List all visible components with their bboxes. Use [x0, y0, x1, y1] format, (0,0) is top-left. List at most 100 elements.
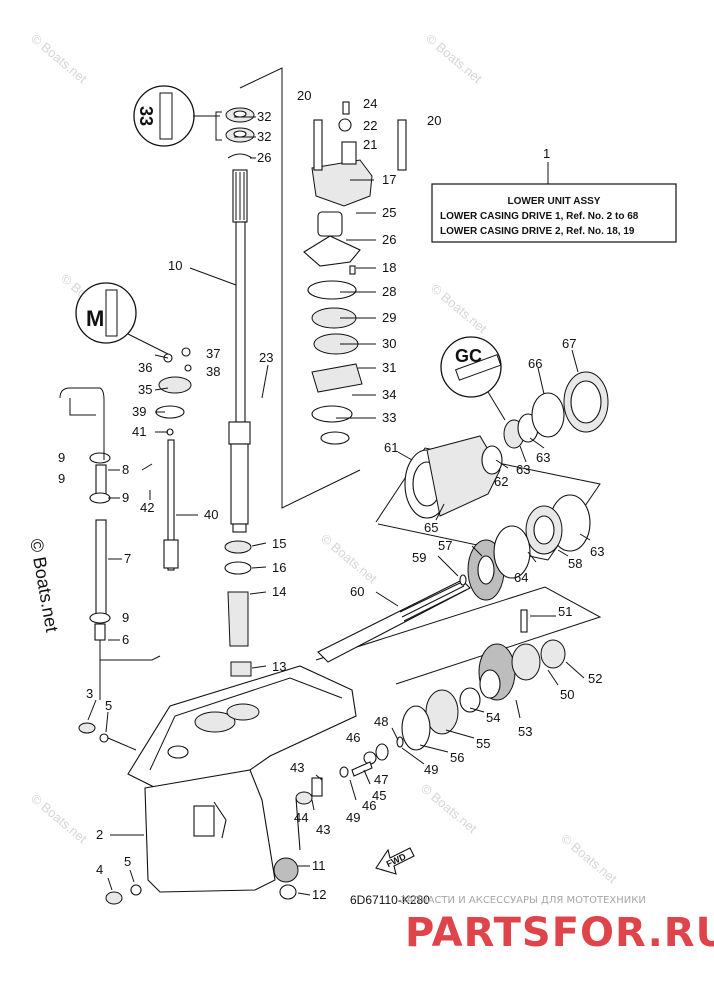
part-label-16: 16	[272, 560, 286, 575]
diagram-code: 6D67110-K280	[350, 893, 430, 907]
part-label-63: 63	[516, 462, 530, 477]
watermark: © Boats.net	[558, 831, 620, 887]
part-label-28: 29	[382, 310, 396, 325]
info-box-line2: LOWER CASING DRIVE 2, Ref. No. 18, 19	[440, 226, 635, 237]
part-label-57: 57	[438, 538, 452, 553]
part-label-38: 38	[206, 364, 220, 379]
part-label-31: 26	[257, 150, 271, 165]
part-label-50: 50	[560, 687, 574, 702]
part-number-labels: 32 32 26 10 23 20 24 22 21 20 17 25 26 1…	[58, 88, 604, 902]
part-label-49: 49	[346, 810, 360, 825]
part-label-41: 41	[132, 424, 146, 439]
watermark: © Boats.net	[418, 781, 480, 837]
part-label-52: 52	[588, 671, 602, 686]
part-label-25: 26	[382, 232, 396, 247]
watermark: © Boats.net	[28, 31, 90, 87]
shift-plunger	[273, 743, 389, 900]
part-label-32: 32	[257, 129, 271, 144]
callout-33: 33	[133, 85, 220, 147]
callout-letter: 33	[136, 106, 156, 126]
part-label-24: 25	[382, 205, 396, 220]
fasteners	[78, 722, 142, 905]
part-label-55: 55	[476, 736, 490, 751]
water-pump-parts	[303, 101, 407, 445]
bearings-32	[215, 107, 255, 159]
part-label-29: 30	[382, 336, 396, 351]
part-label-42: 42	[140, 500, 154, 515]
part-label-26: 23	[259, 350, 273, 365]
part-label-8: 8	[122, 462, 129, 477]
part-label-19: 20	[297, 88, 311, 103]
part-label-22: 22	[363, 118, 377, 133]
callout-letter: GC	[455, 346, 482, 366]
part-label-43: 43	[290, 760, 304, 775]
callout-letter: M	[86, 306, 104, 331]
part-label-39: 39	[132, 404, 146, 419]
info-box-line1: LOWER CASING DRIVE 1, Ref. No. 2 to 68	[440, 211, 639, 222]
part-label-51: 51	[558, 604, 572, 619]
watermark: © Boats.net	[318, 531, 380, 587]
part-label-3: 3	[86, 686, 93, 701]
part-label-18: 18	[382, 260, 396, 275]
part-label-44: 44	[294, 810, 308, 825]
part-label-11: 11	[312, 858, 326, 873]
part-label-46: 46	[346, 730, 360, 745]
part-label-1: 1	[543, 146, 550, 161]
shift-rod-parts	[59, 347, 192, 641]
part-label-33: 33	[382, 410, 396, 425]
part-label-40: 40	[204, 507, 218, 522]
part-label-62: 62	[494, 474, 508, 489]
part-label-63: 63	[536, 450, 550, 465]
part-label-20: 20	[427, 113, 441, 128]
part-label-35: 35	[138, 382, 152, 397]
part-label-34: 34	[382, 387, 396, 402]
part-label-61: 61	[384, 440, 398, 455]
leader-lines	[87, 116, 591, 896]
part-label-58: 58	[568, 556, 582, 571]
info-box: 1 LOWER UNIT ASSY LOWER CASING DRIVE 1, …	[431, 146, 677, 243]
part-label-30: 31	[382, 360, 396, 375]
propeller-shaft	[317, 579, 471, 663]
part-label-5: 5	[124, 854, 131, 869]
part-label-68: 67	[562, 336, 576, 351]
callout-gc: GC	[440, 336, 506, 421]
part-label-32: 32	[257, 109, 271, 124]
part-label-9: 9	[58, 471, 65, 486]
part-label-45: 45	[372, 788, 386, 803]
part-label-60: 60	[350, 584, 364, 599]
callout-m: M	[75, 282, 169, 355]
watermark: © Boats.net	[428, 281, 490, 337]
watermark-group: © Boats.net © Boats.net © Boats.net © Bo…	[26, 31, 620, 887]
part-label-9: 9	[122, 610, 129, 625]
part-label-67: 66	[528, 356, 542, 371]
part-label-21: 21	[363, 137, 377, 152]
fwd-arrow-icon: FWD	[375, 847, 415, 875]
watermark: © Boats.net	[28, 791, 90, 847]
part-label-9: 9	[58, 450, 65, 465]
part-label-6: 6	[122, 632, 129, 647]
part-label-46: 46	[362, 798, 376, 813]
info-box-title: LOWER UNIT ASSY	[508, 196, 601, 207]
part-label-66: 65	[424, 520, 438, 535]
part-label-37: 37	[206, 346, 220, 361]
watermark: © Boats.net	[423, 31, 485, 87]
footer-brand-logo: PARTSFOR.RU	[405, 910, 714, 956]
lower-casing	[127, 665, 357, 893]
part-label-2: 2	[96, 827, 103, 842]
part-label-14: 14	[272, 584, 286, 599]
driveshaft	[228, 169, 251, 533]
part-label-36: 36	[138, 360, 152, 375]
part-label-15: 15	[272, 536, 286, 551]
part-label-7: 7	[124, 551, 131, 566]
part-label-17: 17	[382, 172, 396, 187]
part-label-48: 48	[374, 714, 388, 729]
part-label-54: 54	[486, 710, 500, 725]
part-label-56: 56	[450, 750, 464, 765]
part-label-13: 13	[272, 659, 286, 674]
part-label-53: 53	[518, 724, 532, 739]
part-label-23: 24	[363, 96, 377, 111]
part-label-47: 47	[374, 772, 388, 787]
part-label-49: 49	[424, 762, 438, 777]
